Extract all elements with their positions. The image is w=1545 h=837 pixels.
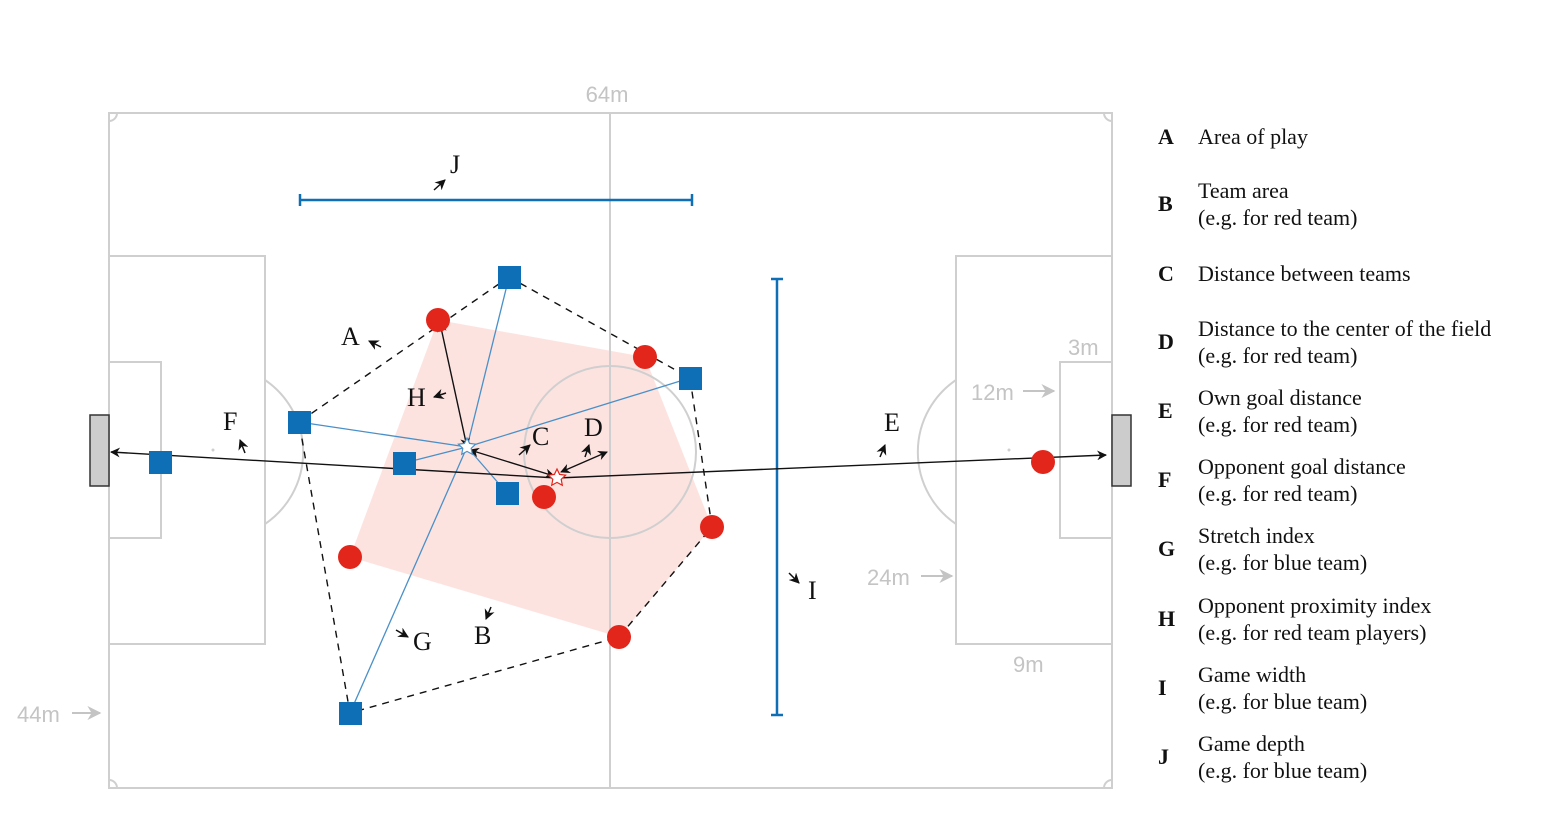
label-b: B [474,621,491,650]
blue-player [339,702,362,725]
red-player [633,345,657,369]
label-a: A [341,322,360,351]
blue-player [149,451,172,474]
pitch-lines [108,112,1113,789]
legend-item: E Own goal distance(e.g. for red team) [1158,384,1362,438]
red-centroid-star [547,467,567,487]
legend-item: B Team area(e.g. for red team) [1158,177,1357,231]
legend-key: G [1158,536,1176,561]
red-player [426,308,450,332]
goal-right [1111,414,1132,487]
legend-text: Game width(e.g. for blue team) [1198,662,1368,714]
blue-centroid-star [457,436,477,456]
legend-key: A [1158,123,1174,149]
game-depth-bar [298,194,694,206]
red-players [338,308,1055,649]
legend-text: Distance to the center of the field(e.g.… [1198,316,1492,368]
legend-item: A Area of play [1158,123,1308,150]
blue-player [288,411,311,434]
legend-item: I Game width(e.g. for blue team) [1158,661,1367,715]
legend-key: C [1158,260,1174,286]
blue-player [393,452,416,475]
dim-goal-area-depth: 9m [1013,652,1044,677]
label-e: E [884,408,900,437]
blue-player [498,266,521,289]
label-f: F [223,407,237,436]
penalty-spot-left [211,448,215,452]
dim-width: 64m [586,82,629,107]
legend-item: G Stretch index(e.g. for blue team) [1158,522,1367,576]
legend-text: Opponent proximity index(e.g. for red te… [1198,593,1432,645]
diagram-labels: A B C D E F G H I J [223,150,900,656]
legend-key: J [1158,744,1169,769]
blue-player [679,367,702,390]
legend-item: F Opponent goal distance(e.g. for red te… [1158,453,1406,507]
blue-players [149,266,702,725]
legend-text: Game depth(e.g. for blue team) [1198,731,1368,783]
measure-arrows [110,322,1107,479]
legend-text: Own goal distance(e.g. for red team) [1198,385,1362,437]
legend-key: F [1158,467,1172,492]
red-player [700,515,724,539]
dim-height: 44m [17,702,60,727]
dim-goal-area: 3m [1068,335,1099,360]
label-j: J [450,150,460,179]
penalty-spot-right [1007,448,1011,452]
red-player [338,545,362,569]
legend-key: E [1158,398,1173,423]
goal-left [89,414,110,487]
label-d: D [584,413,603,442]
legend-text: Area of play [1198,124,1308,149]
legend-item: C Distance between teams [1158,260,1411,287]
game-width-bar [771,277,783,717]
red-player [607,625,631,649]
label-g: G [413,627,432,656]
dim-penalty-width: 24m [867,565,910,590]
legend-key: I [1158,675,1167,700]
red-player [532,485,556,509]
legend-key: D [1158,329,1174,354]
legend-item: J Game depth(e.g. for blue team) [1158,730,1367,784]
blue-player [496,482,519,505]
dim-penalty-depth: 12m [971,380,1014,405]
legend-text: Opponent goal distance(e.g. for red team… [1198,454,1406,506]
legend-key: H [1158,606,1176,631]
legend-item: D Distance to the center of the field(e.… [1158,315,1491,369]
legend-text: Distance between teams [1198,261,1411,286]
legend-item: H Opponent proximity index(e.g. for red … [1158,592,1431,646]
label-h: H [407,383,426,412]
red-player [1031,450,1055,474]
label-pointers [238,179,887,638]
legend-key: B [1158,191,1173,216]
legend-text: Stretch index(e.g. for blue team) [1198,523,1368,575]
label-c: C [532,422,549,451]
label-i: I [808,576,817,605]
legend-text: Team area(e.g. for red team) [1198,178,1358,230]
